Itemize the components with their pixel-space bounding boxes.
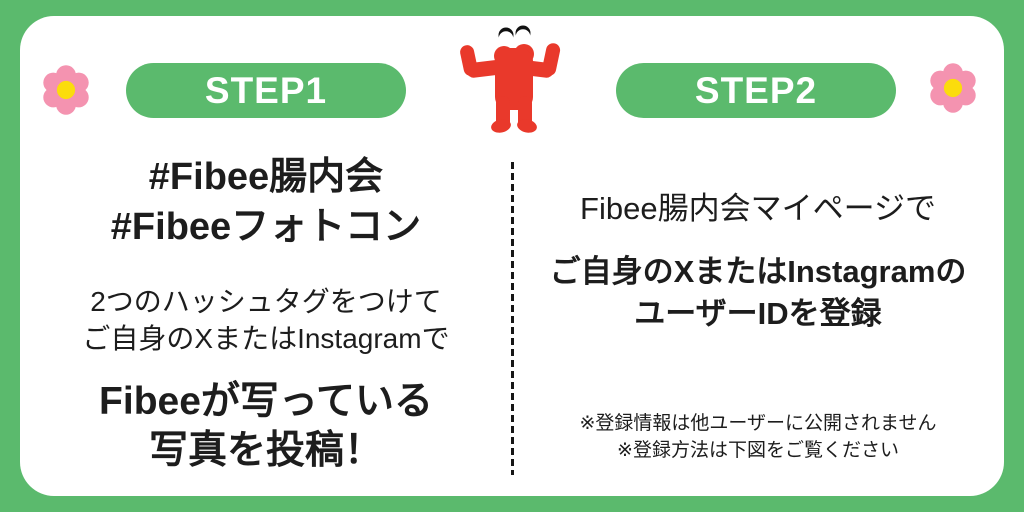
step2-intro: Fibee腸内会マイページで — [512, 189, 1004, 229]
step1-hashtag-line1: #Fibee腸内会 — [148, 156, 384, 198]
step2-action: ご自身のXまたはInstagramの ユーザーIDを登録 — [512, 251, 1004, 335]
step2-action-line2: ユーザーIDを登録 — [634, 296, 882, 331]
step2-intro-line: Fibee腸内会マイページで — [580, 191, 936, 226]
step2-note-line2: ※登録方法は下図をご覧ください — [617, 440, 899, 461]
step2-note-line1: ※登録情報は他ユーザーに公開されません — [579, 413, 937, 434]
dashed-divider — [511, 162, 514, 475]
step1-action: Fibeeが写っている 写真を投稿！ — [20, 377, 512, 475]
step2-badge: STEP2 — [616, 63, 896, 118]
step1-hashtag-line2: #Fibeeフォトコン — [110, 206, 422, 248]
step1-desc-line1: 2つのハッシュタグをつけて — [90, 286, 442, 317]
flower-icon — [930, 63, 976, 113]
mascot-icon — [460, 25, 561, 133]
step1-hashtags: #Fibee腸内会 #Fibeeフォトコン — [20, 152, 512, 252]
flower-icon — [43, 65, 89, 115]
step1-badge: STEP1 — [126, 63, 406, 118]
step1-desc-line2: ご自身のXまたはInstagramで — [82, 323, 450, 354]
step1-badge-label: STEP1 — [204, 69, 328, 111]
step1-description: 2つのハッシュタグをつけて ご自身のXまたはInstagramで — [20, 283, 512, 357]
step1-action-line2: 写真を投稿！ — [148, 429, 383, 472]
step2-badge-label: STEP2 — [694, 69, 818, 111]
step1-action-line1: Fibeeが写っている — [99, 380, 433, 423]
step2-notes: ※登録情報は他ユーザーに公開されません ※登録方法は下図をご覧ください — [512, 410, 1004, 464]
step2-action-line1: ご自身のXまたはInstagramの — [549, 254, 967, 289]
